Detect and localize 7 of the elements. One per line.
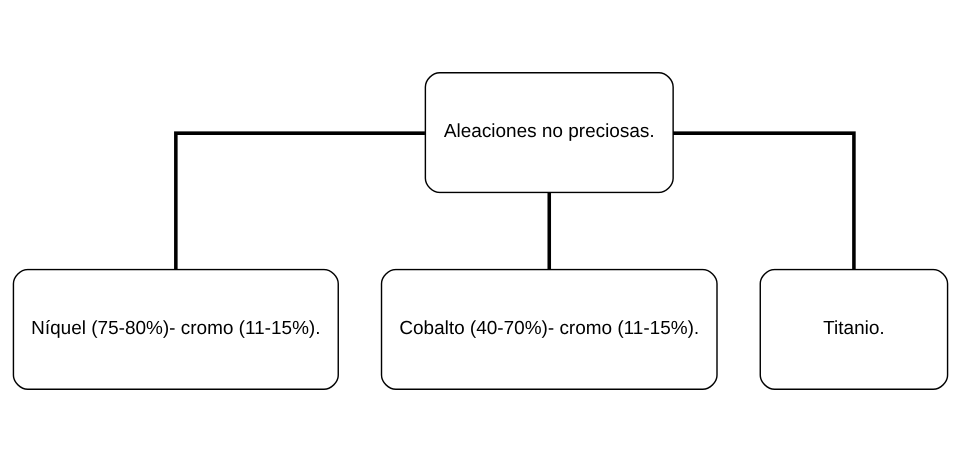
node-box: Níquel (75-80%)- cromo (11-15%). — [12, 268, 339, 390]
connector — [673, 131, 856, 270]
connector — [547, 192, 552, 270]
connector — [174, 131, 425, 270]
node-box: Titanio. — [760, 268, 948, 390]
node-box: Cobalto (40-70%)- cromo (11-15%). — [380, 268, 718, 390]
node-box: Aleaciones no preciosas. — [424, 72, 674, 194]
